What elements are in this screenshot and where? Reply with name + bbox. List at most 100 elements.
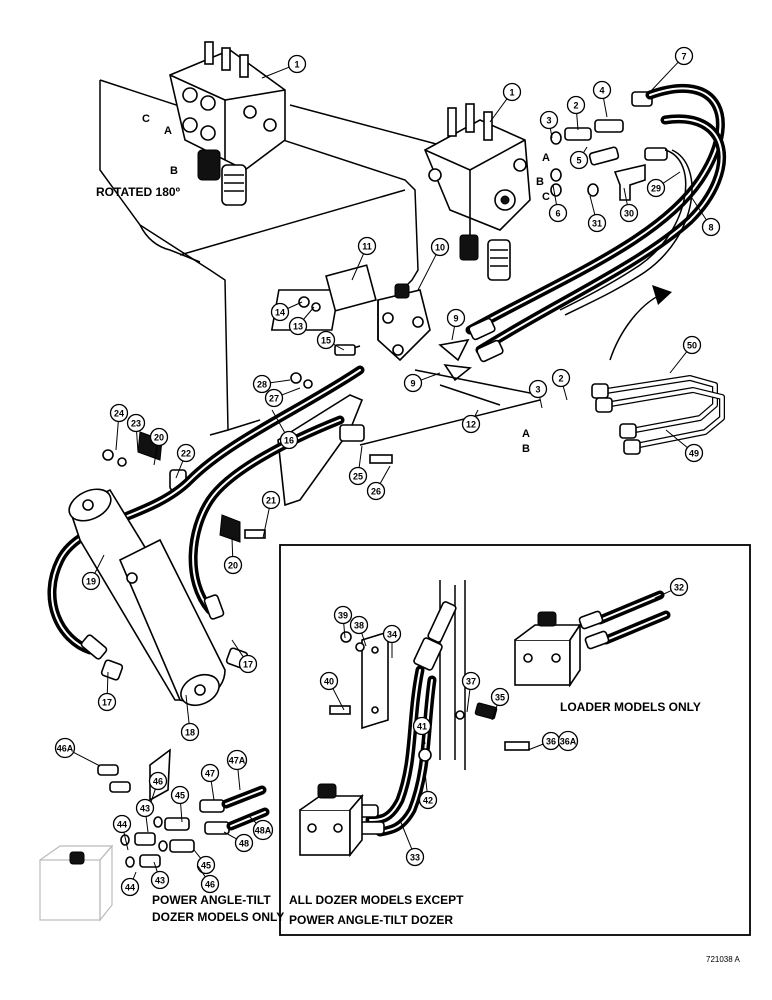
- callout-leader: [422, 734, 426, 745]
- rotated-label: ROTATED 180º: [96, 185, 181, 199]
- callout-leader: [303, 306, 315, 320]
- callout-46: 46: [148, 771, 168, 806]
- callout-3: 3: [528, 379, 548, 409]
- callout-46A: 46A: [54, 737, 101, 767]
- callout-41: 41: [412, 716, 432, 745]
- angle-tilt-label-1: POWER ANGLE-TILT: [152, 893, 271, 907]
- callout-leader: [417, 254, 437, 291]
- callout-leader: [489, 98, 508, 123]
- callout-31: 31: [587, 195, 607, 233]
- callout-leader: [539, 397, 543, 409]
- callout-number: 4: [599, 86, 604, 96]
- angle-tilt-label-2: DOZER MODELS ONLY: [152, 910, 284, 924]
- callout-22: 22: [175, 443, 196, 479]
- callout-leader: [271, 409, 286, 433]
- callout-leader: [106, 671, 109, 694]
- callout-bubble: [288, 316, 308, 336]
- callout-20: 20: [223, 537, 243, 575]
- callout-24: 24: [109, 403, 129, 451]
- callout-4: 4: [592, 80, 612, 118]
- callout-bubble: [682, 335, 702, 355]
- callout-leader: [270, 379, 291, 384]
- callout-number: 36A: [560, 737, 577, 747]
- callout-33: 33: [399, 819, 425, 867]
- callout-32: 32: [654, 577, 689, 599]
- callout-number: 25: [353, 472, 363, 482]
- callout-19: 19: [81, 554, 105, 591]
- callout-leader: [527, 743, 544, 751]
- callout-number: 27: [269, 394, 279, 404]
- callout-15: 15: [316, 330, 345, 351]
- callout-47A: 47A: [226, 749, 248, 791]
- callout-bubble: [196, 855, 216, 875]
- callout-number: 17: [243, 660, 253, 670]
- callout-48A: 48A: [247, 814, 274, 841]
- callout-leader: [197, 865, 206, 878]
- callout-13: 13: [288, 306, 315, 336]
- callout-leader: [379, 465, 391, 484]
- callout-number: 1: [509, 88, 514, 98]
- callout-bubble: [81, 571, 101, 591]
- callout-bubble: [200, 874, 220, 894]
- callout-number: 38: [354, 621, 364, 631]
- callout-bubble: [120, 877, 140, 897]
- callout-bubble: [135, 798, 155, 818]
- port-letter-c: C: [142, 113, 150, 125]
- port-letter-b: B: [170, 165, 178, 177]
- callout-leader: [669, 351, 688, 374]
- callout-number: 44: [117, 820, 127, 830]
- callout-number: 32: [674, 583, 684, 593]
- callout-bubble: [357, 236, 377, 256]
- callout-number: 16: [284, 436, 294, 446]
- port-letter-a: A: [164, 125, 172, 137]
- callout-number: 49: [689, 449, 699, 459]
- callout-number: 23: [131, 419, 141, 429]
- callout-48: 48: [223, 831, 254, 853]
- direction-arrow: [609, 294, 661, 361]
- callout-leader: [145, 816, 149, 833]
- callout-bubble: [461, 671, 481, 691]
- callout-18: 18: [180, 694, 200, 742]
- callout-number: 46A: [57, 744, 74, 754]
- callout-bubble: [446, 308, 466, 328]
- callout-bubble: [333, 605, 353, 625]
- callout-leader: [549, 128, 553, 139]
- callout-bubble: [112, 814, 132, 834]
- callout-12: 12: [461, 409, 481, 434]
- callout-leader: [262, 508, 270, 539]
- callout-bubble: [226, 749, 248, 771]
- callout-bubble: [684, 443, 704, 463]
- callout-bubble: [176, 443, 196, 463]
- callout-bubble: [592, 80, 612, 100]
- callout-2: 2: [551, 368, 571, 401]
- callout-number: 26: [371, 487, 381, 497]
- callout-leader: [132, 871, 137, 880]
- callout-leader: [583, 146, 588, 154]
- callout-number: 21: [266, 496, 276, 506]
- callout-leader: [332, 688, 345, 711]
- callout-number: 9: [410, 379, 415, 389]
- cylinder-hoses: [47, 365, 365, 660]
- callout-bubble: [287, 54, 307, 74]
- callout-leader: [623, 187, 628, 205]
- callout-bubble: [674, 46, 694, 66]
- callout-leader: [73, 751, 101, 767]
- callout-bubble: [539, 110, 559, 130]
- callout-leader: [649, 61, 679, 93]
- callout-leader: [343, 623, 346, 639]
- callout-number: 44: [125, 883, 135, 893]
- callout-42: 42: [418, 771, 438, 810]
- callout-bubble: [349, 615, 369, 635]
- callout-number: 5: [576, 156, 581, 166]
- callout-bubble: [252, 374, 272, 394]
- dozer-models-label-2: POWER ANGLE-TILT DOZER: [289, 913, 453, 927]
- control-valve-main: [423, 103, 531, 281]
- callout-number: 40: [324, 677, 334, 687]
- callout-29: 29: [646, 171, 681, 198]
- callout-28: 28: [252, 374, 291, 394]
- callout-bubble: [170, 785, 190, 805]
- callout-number: 7: [681, 52, 686, 62]
- callout-bubble: [405, 847, 425, 867]
- callout-leader: [223, 831, 237, 840]
